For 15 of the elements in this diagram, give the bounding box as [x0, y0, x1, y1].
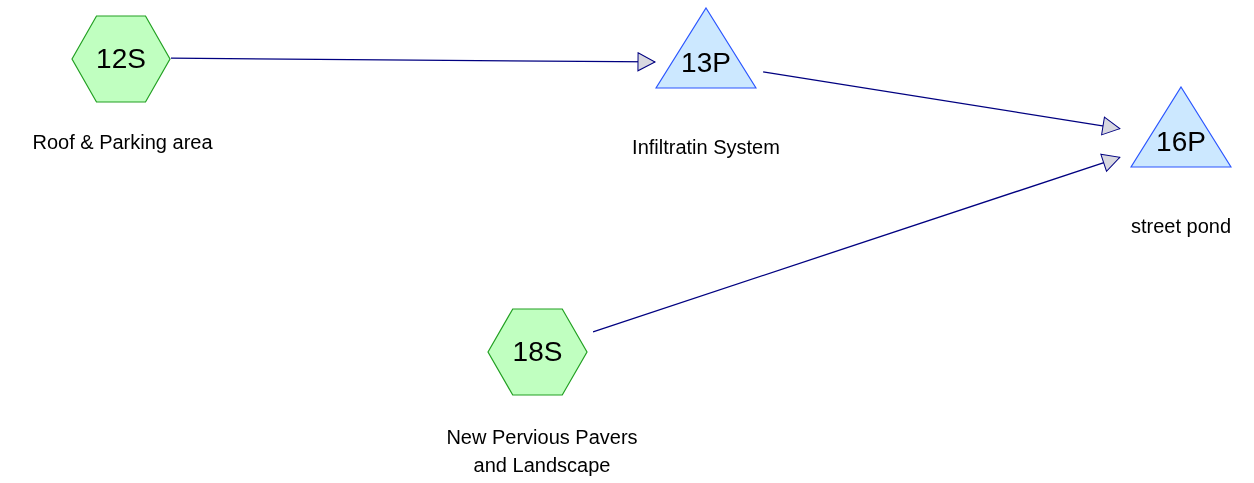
node-id: 16P: [1155, 125, 1207, 158]
arrow: [170, 52, 656, 72]
hexagon-node: [71, 15, 171, 103]
node-id: 13P: [680, 46, 732, 79]
triangle-node: [655, 7, 757, 89]
node-id: 18S: [511, 336, 564, 368]
node-id: 12S: [95, 43, 147, 75]
node-caption: New Pervious Pavers and Landscape: [445, 425, 639, 478]
node-caption: street pond: [1129, 214, 1233, 239]
arrow: [762, 71, 1121, 136]
node-caption: Roof & Parking area: [31, 130, 214, 155]
hexagon-node: [487, 308, 588, 396]
arrow: [592, 153, 1121, 333]
node-caption: Infiltratin System: [631, 135, 781, 160]
triangle-node: [1130, 86, 1232, 168]
